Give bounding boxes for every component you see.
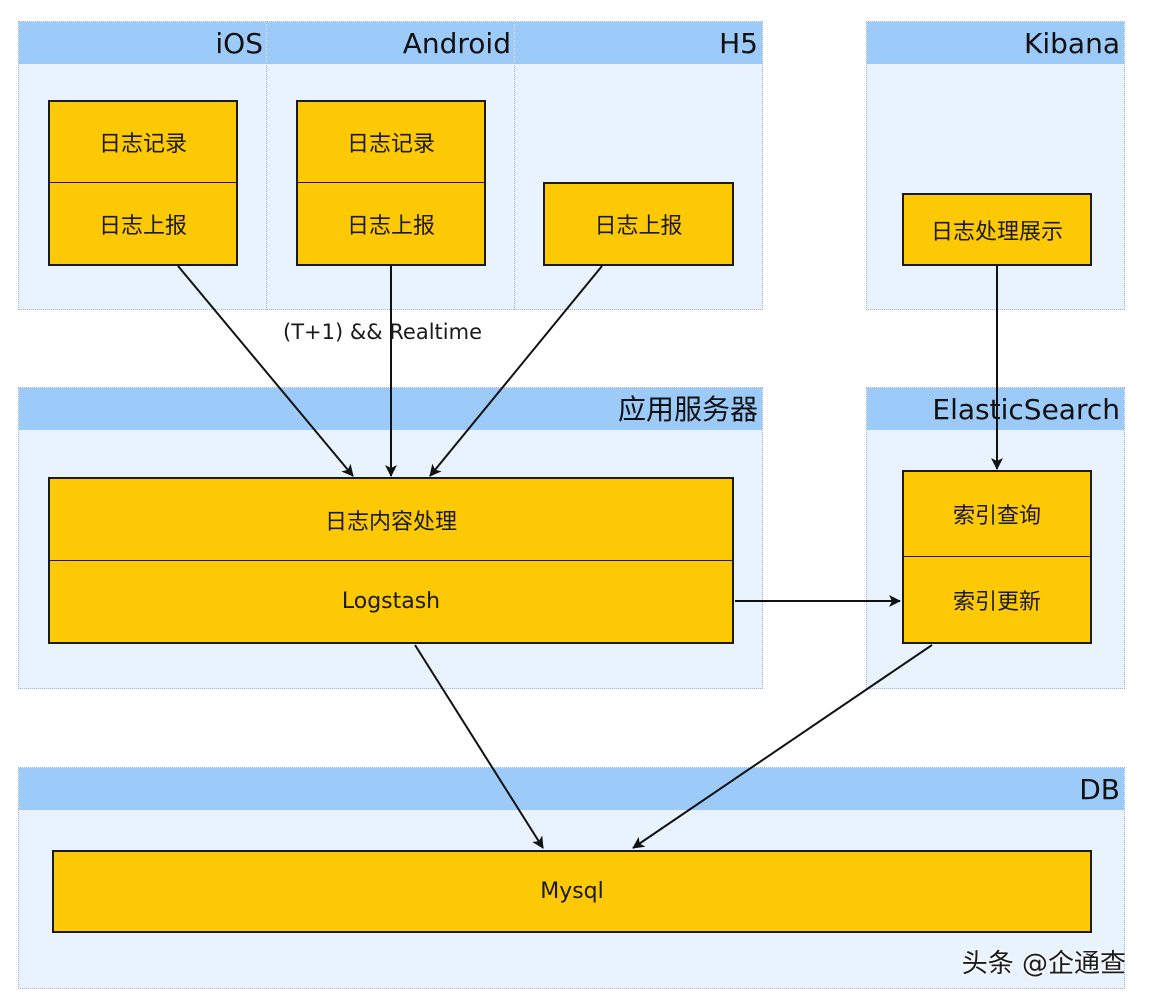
android-log-record-box: 日志记录 <box>296 100 486 183</box>
h5-log-report-box: 日志上报 <box>543 182 734 266</box>
logstash-label: Logstash <box>341 589 441 614</box>
h5-log-report-label: 日志上报 <box>594 214 683 239</box>
android-log-report-box: 日志上报 <box>296 182 486 266</box>
ios-log-report-label: 日志上报 <box>98 213 187 239</box>
elasticsearch-panel-header: ElasticSearch <box>867 388 1124 430</box>
watermark: 头条 @企通查 <box>961 949 1126 979</box>
logstash-box: Logstash <box>48 560 734 644</box>
edge-label-t1-realtime: (T+1) && Realtime <box>283 320 482 344</box>
ios-log-report-box: 日志上报 <box>48 182 238 266</box>
kibana-display-label: 日志处理展示 <box>930 219 1063 245</box>
arrow-index-update-to-mysql <box>632 644 933 849</box>
arrow-logstash-to-mysql <box>414 644 544 849</box>
index-update-label: 索引更新 <box>952 589 1041 615</box>
kibana-display-box: 日志处理展示 <box>902 193 1092 266</box>
h5-panel-header: H5 <box>515 22 762 64</box>
ios-panel-header: iOS <box>19 22 267 64</box>
arrow-ios-to-processing <box>177 265 354 477</box>
kibana-panel-header: Kibana <box>867 22 1124 64</box>
mysql-label: Mysql <box>540 879 604 904</box>
log-content-processing-box: 日志内容处理 <box>48 477 734 561</box>
ios-log-record-box: 日志记录 <box>48 100 238 183</box>
log-content-processing-label: 日志内容处理 <box>324 509 457 535</box>
ios-log-record-label: 日志记录 <box>98 132 187 157</box>
db-panel-header: DB <box>19 768 1124 810</box>
index-query-label: 索引查询 <box>952 504 1041 529</box>
index-query-box: 索引查询 <box>902 470 1092 557</box>
index-update-box: 索引更新 <box>902 556 1092 644</box>
android-log-report-label: 日志上报 <box>346 213 435 239</box>
android-panel-header: Android <box>267 22 515 64</box>
arrow-h5-to-processing <box>429 265 603 477</box>
android-log-record-label: 日志记录 <box>346 132 435 157</box>
mysql-box: Mysql <box>52 850 1092 933</box>
